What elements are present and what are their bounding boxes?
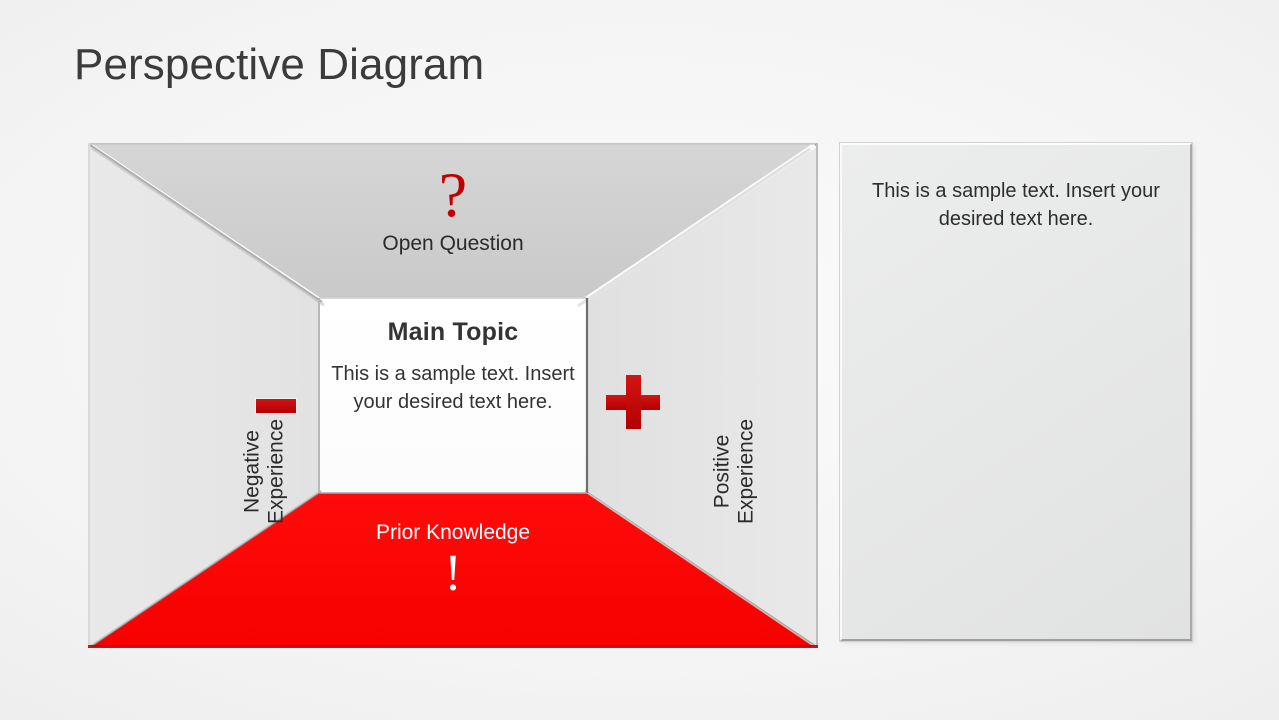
open-question-label: Open Question <box>382 231 524 255</box>
exclamation-mark-icon: ! <box>444 544 462 602</box>
face-center <box>319 298 587 493</box>
side-panel-text: This is a sample text. Insert your desir… <box>872 180 1160 231</box>
main-topic-body: This is a sample text. Insert your desir… <box>331 362 575 413</box>
negative-experience-line2: Experience <box>264 418 287 525</box>
negative-experience-line1: Negative <box>240 430 264 513</box>
face-left <box>88 143 321 648</box>
perspective-diagram[interactable]: ? Open Question Main Topic This is a sam… <box>88 143 818 648</box>
prior-knowledge-label: Prior Knowledge <box>375 521 531 544</box>
main-topic-heading: Main Topic <box>387 318 519 346</box>
perspective-box-shapes <box>88 143 818 648</box>
page-title: Perspective Diagram <box>74 40 485 89</box>
plus-sign-icon <box>606 375 660 429</box>
top-face-group[interactable]: ? Open Question <box>238 159 668 257</box>
side-text-panel[interactable]: This is a sample text. Insert your desir… <box>840 143 1192 641</box>
bottom-face-group[interactable]: Prior Knowledge ! <box>238 521 668 600</box>
face-bottom <box>88 491 818 648</box>
positive-experience-label: Positive Experience <box>710 392 757 552</box>
plus-bar-vertical <box>626 375 641 429</box>
negative-experience-label: Negative Experience <box>240 392 287 552</box>
minus-sign-icon <box>256 399 296 413</box>
center-face-group[interactable]: Main Topic This is a sample text. Insert… <box>320 318 586 416</box>
face-right <box>585 143 818 648</box>
positive-experience-line1: Positive <box>710 434 734 509</box>
question-mark-icon: ? <box>438 159 468 230</box>
face-top <box>88 143 818 300</box>
positive-experience-line2: Experience <box>734 418 757 525</box>
